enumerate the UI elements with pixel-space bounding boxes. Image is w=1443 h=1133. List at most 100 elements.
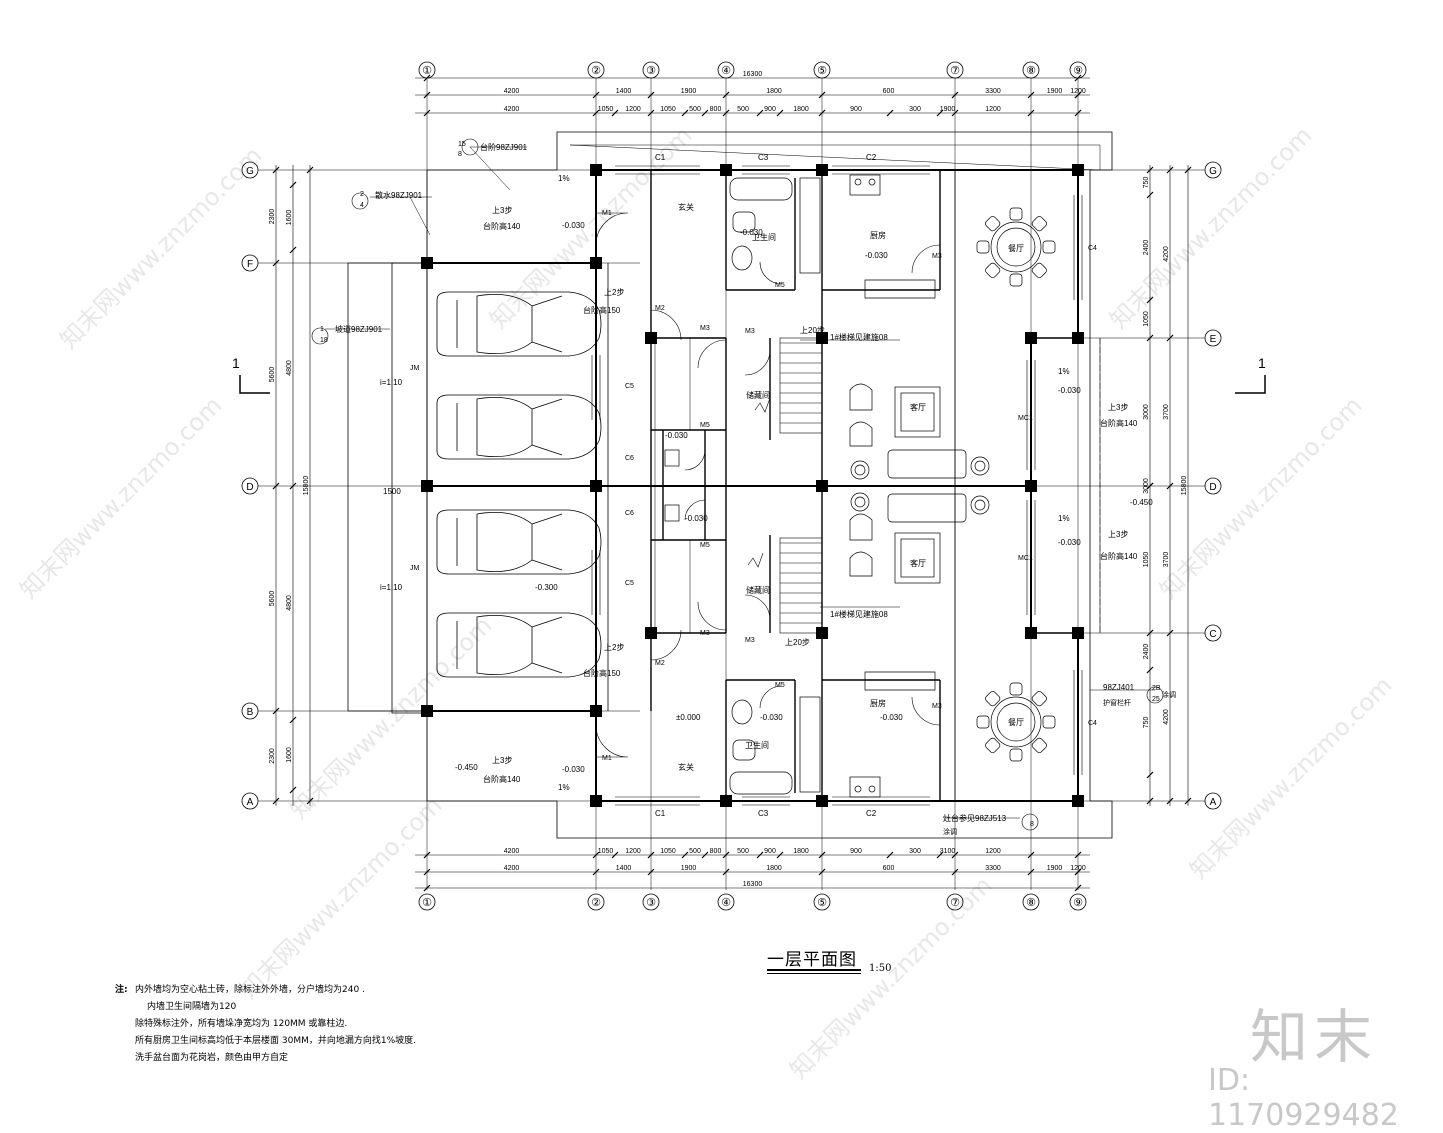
garage-cars [436, 291, 602, 678]
dim-tick [1146, 296, 1154, 304]
dim-tick [1184, 797, 1192, 805]
watermark-text: 知末网www.znzmo.com [284, 611, 497, 824]
dimension-lines [275, 77, 1189, 889]
annotation-text: 1% [558, 783, 570, 792]
column [720, 795, 732, 807]
axis-bubble [717, 893, 735, 911]
annotation-text: C6 [625, 510, 634, 517]
column [645, 332, 657, 344]
dim-label: 750 [1143, 717, 1150, 729]
dim-label: 1200 [1070, 865, 1086, 872]
watermark-text: 知末网www.znzmo.com [14, 391, 227, 604]
annotation-text: C1 [655, 809, 666, 818]
annotation-text: 坡道98ZJ901 [335, 324, 383, 334]
dim-tick [681, 109, 689, 117]
dim-tick [289, 716, 297, 724]
annotation-text: M5 [775, 282, 785, 289]
annotation-text: 卫生间 [745, 740, 769, 750]
dim-tick [1146, 797, 1154, 805]
annotation-text: 台阶高150 [583, 668, 621, 678]
annotation-text: M1 [602, 210, 612, 217]
watermark-text: 知末网www.znzmo.com [234, 791, 447, 1004]
dim-label: 4200 [504, 848, 520, 855]
dim-label: 3300 [985, 865, 1001, 872]
dim-label: 750 [1143, 177, 1150, 189]
dim-tick [423, 74, 431, 82]
annotation-text: MC1 [1018, 555, 1033, 562]
dim-label: 1800 [793, 106, 809, 113]
watermark-text: 知末网www.znzmo.com [54, 141, 267, 354]
dim-tick [886, 109, 894, 117]
dim-label: 1050 [1143, 552, 1150, 568]
dim-tick [951, 851, 959, 859]
annotation-text: 1% [558, 174, 570, 183]
car-line [531, 559, 563, 571]
car-roof [476, 396, 533, 458]
annotation-text: M5 [700, 422, 710, 429]
column [421, 480, 433, 492]
dim-label: 1200 [985, 848, 1001, 855]
chair [1009, 748, 1023, 762]
annotation-text: -0.030 [865, 251, 888, 260]
axis-bubble [241, 254, 259, 272]
axis-bubble [1022, 893, 1040, 911]
dim-tick [289, 181, 297, 189]
note-line-4: 所有厨房卫生间标高均低于本层楼面 30MM，并向地漏方向找1%坡度. [135, 1036, 416, 1046]
dim-label: 900 [850, 106, 862, 113]
dim-tick [1027, 851, 1035, 859]
axis-bubble-label: A [247, 797, 254, 808]
axis-bubble-label: ⑨ [1073, 896, 1083, 909]
annotation-text: C3 [758, 153, 769, 162]
axis-bubble-label: C [1209, 629, 1216, 640]
annotation-text: 2 [360, 191, 364, 198]
annotation-text: C1 [655, 153, 666, 162]
drawing-title: 一层平面图 [767, 950, 857, 970]
axis-bubble-label: ④ [721, 896, 731, 909]
annotation-text: 台阶高140 [1100, 551, 1138, 561]
annotation-text: 客厅 [910, 558, 926, 568]
title-underline [767, 969, 861, 971]
annotation-text: 餐厅 [1008, 718, 1024, 727]
axis-bubble-label: ⑧ [1026, 64, 1036, 77]
chair [1031, 262, 1047, 278]
axis-bubble-label: ⑦ [950, 64, 960, 77]
car-line [531, 513, 563, 525]
structural-columns [421, 164, 1084, 807]
dim-tick [647, 868, 655, 876]
axis-bubble-label: G [246, 166, 254, 177]
annotation-text: 玄关 [678, 762, 694, 772]
dashed-lines [608, 338, 1101, 633]
annotation-text: -0.030 [665, 431, 688, 440]
dim-label: 1050 [660, 848, 676, 855]
annotation-text: 台阶高140 [1100, 418, 1138, 428]
chair [1031, 691, 1047, 707]
dim-label: 4200 [1163, 709, 1170, 725]
annotation-text: 卫生间 [752, 232, 776, 242]
dim-label: 900 [850, 848, 862, 855]
dim-tick [818, 91, 826, 99]
watermark-text: 知末网www.znzmo.com [1184, 671, 1397, 884]
axis-bubble [813, 893, 831, 911]
dim-label: 1050 [598, 848, 614, 855]
dim-label: 3100 [940, 848, 956, 855]
car-line [531, 662, 563, 674]
dim-label: 1400 [616, 88, 632, 95]
dim-label: 1900 [681, 88, 697, 95]
dim-label: 1900 [1047, 88, 1063, 95]
annotation-text: i=1:10 [380, 583, 403, 592]
dim-tick [951, 868, 959, 876]
dim-label: 600 [883, 865, 895, 872]
annotation-text: M5 [775, 682, 785, 689]
dim-tick [272, 259, 280, 267]
column [720, 164, 732, 176]
chair [1031, 737, 1047, 753]
dim-label: 4800 [286, 595, 293, 611]
section-marks [239, 375, 1266, 394]
dim-label: 1800 [766, 865, 782, 872]
chair [1009, 207, 1023, 221]
annotation-text: -0.030 [1058, 538, 1081, 547]
dim-tick [818, 868, 826, 876]
axis-bubble-label: ② [591, 64, 601, 77]
annotation-text: 涂调 [943, 827, 957, 836]
